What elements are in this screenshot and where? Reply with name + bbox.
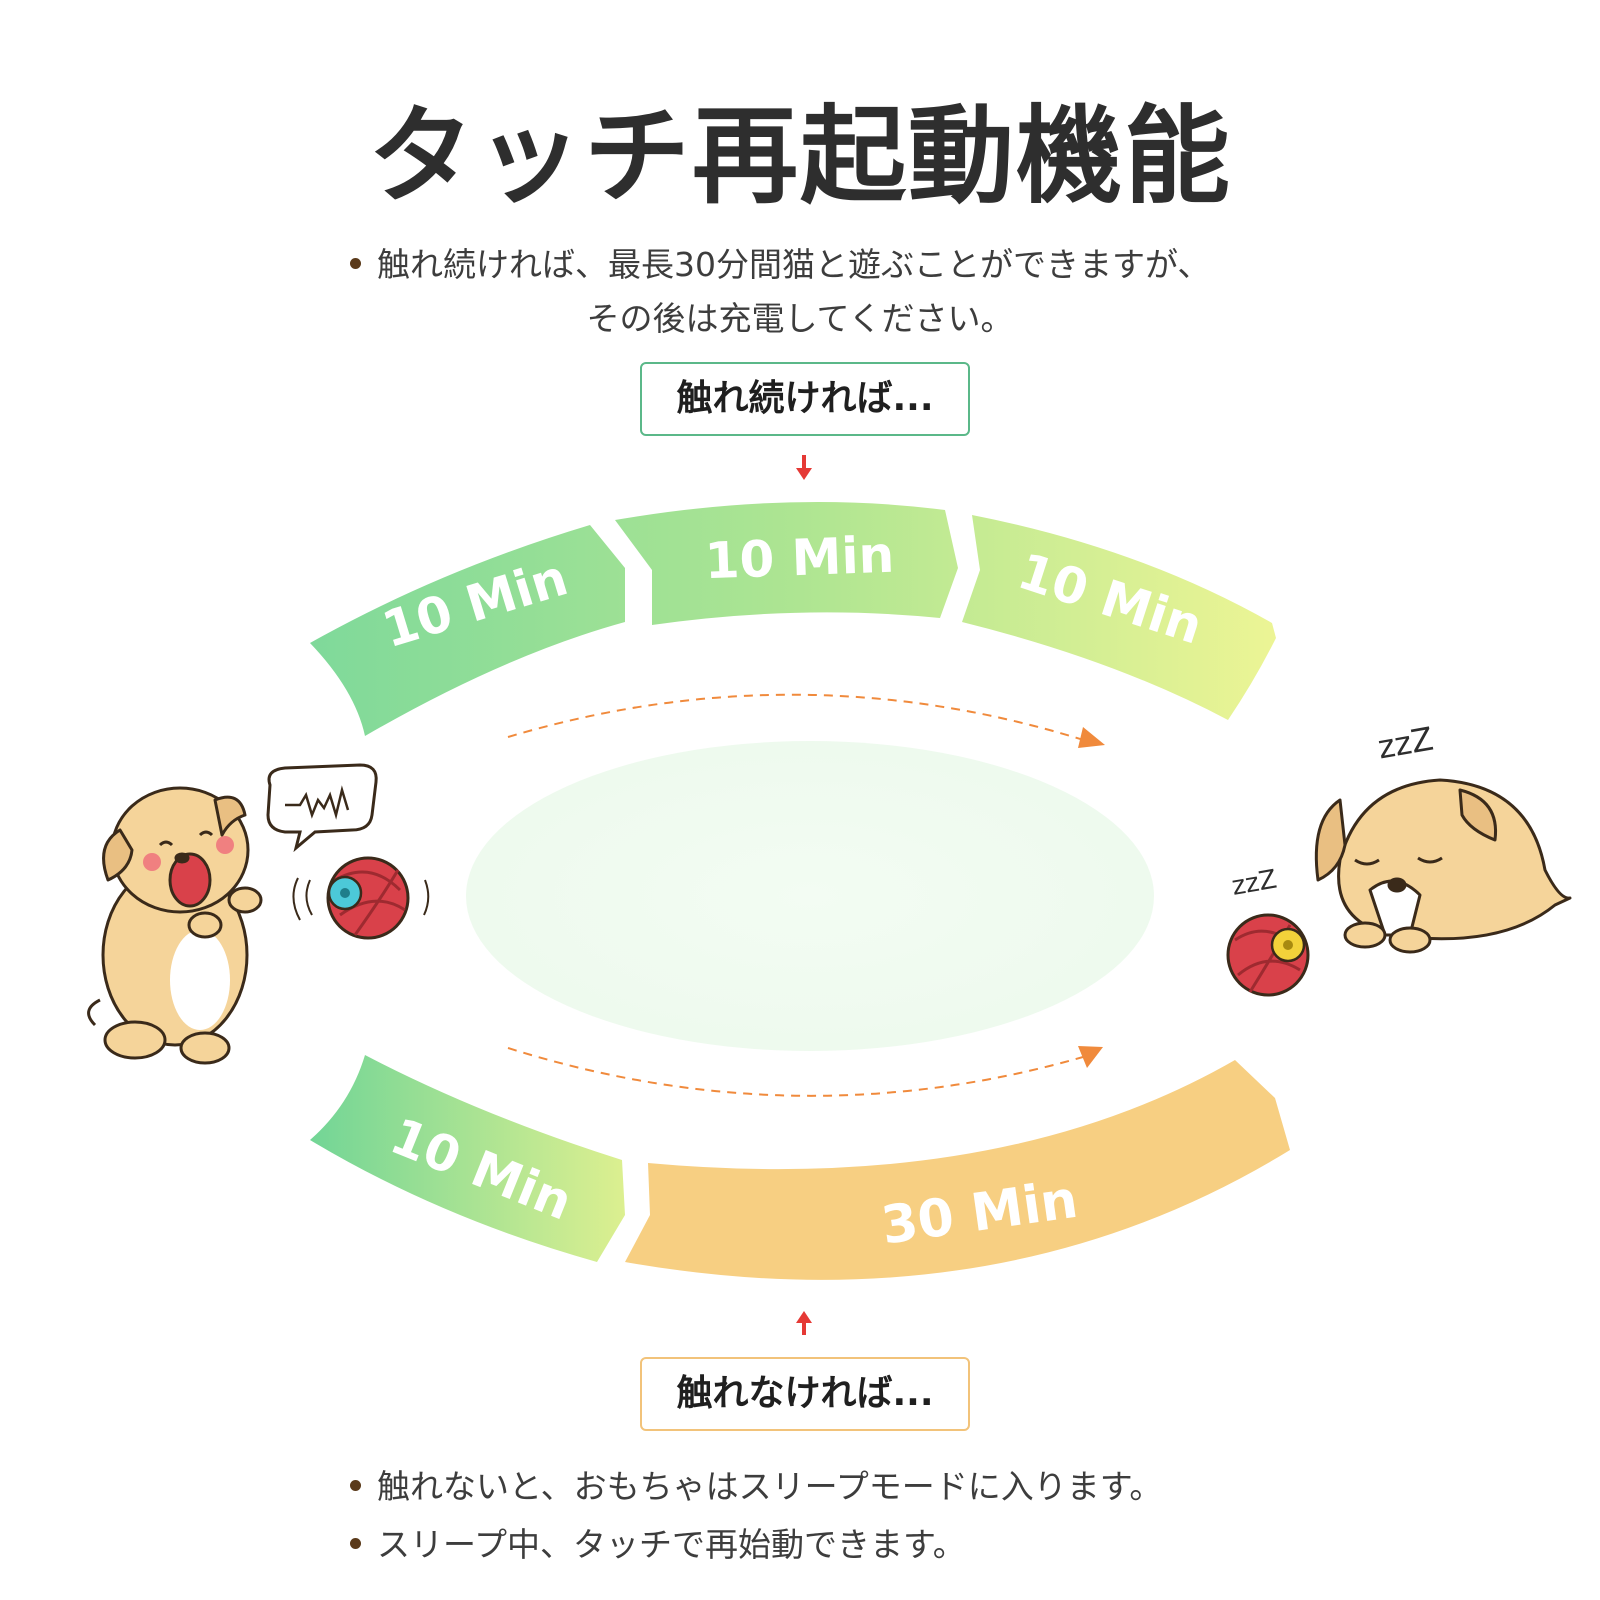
dashed-arrow-top-head: [1078, 727, 1105, 748]
zzz-small: zzZ: [1229, 865, 1279, 902]
top-segment-2-label: 10 Min: [704, 526, 895, 591]
bullet-restart: スリープ中、タッチで再始動できます。: [350, 1518, 966, 1566]
bottom-segment-2: [625, 1060, 1290, 1280]
center-glow: [466, 741, 1154, 1051]
zzz-large: zzZ: [1375, 719, 1436, 766]
bullet-restart-text: スリープ中、タッチで再始動できます。: [377, 1525, 966, 1564]
sleeping-puppy-illustration: [1316, 780, 1570, 952]
dashed-arrow-bottom: [508, 1048, 1090, 1096]
up-arrow-head: [796, 1311, 812, 1323]
bullet-sleep-mode: 触れないと、おもちゃはスリープモードに入ります。: [350, 1460, 1162, 1508]
bullet-sleep-mode-text: 触れないと、おもちゃはスリープモードに入ります。: [377, 1467, 1162, 1506]
ball-toy-left: [293, 858, 428, 938]
bullet-dot: [350, 1538, 361, 1549]
dashed-arrow-top: [508, 695, 1090, 742]
ball-toy-right: [1228, 915, 1308, 995]
speech-bubble: [268, 765, 376, 848]
happy-puppy-illustration: [89, 788, 261, 1063]
no-touch-box: 触れなければ...: [640, 1357, 970, 1431]
down-arrow-head: [796, 468, 812, 480]
bullet-dot: [350, 1480, 361, 1491]
